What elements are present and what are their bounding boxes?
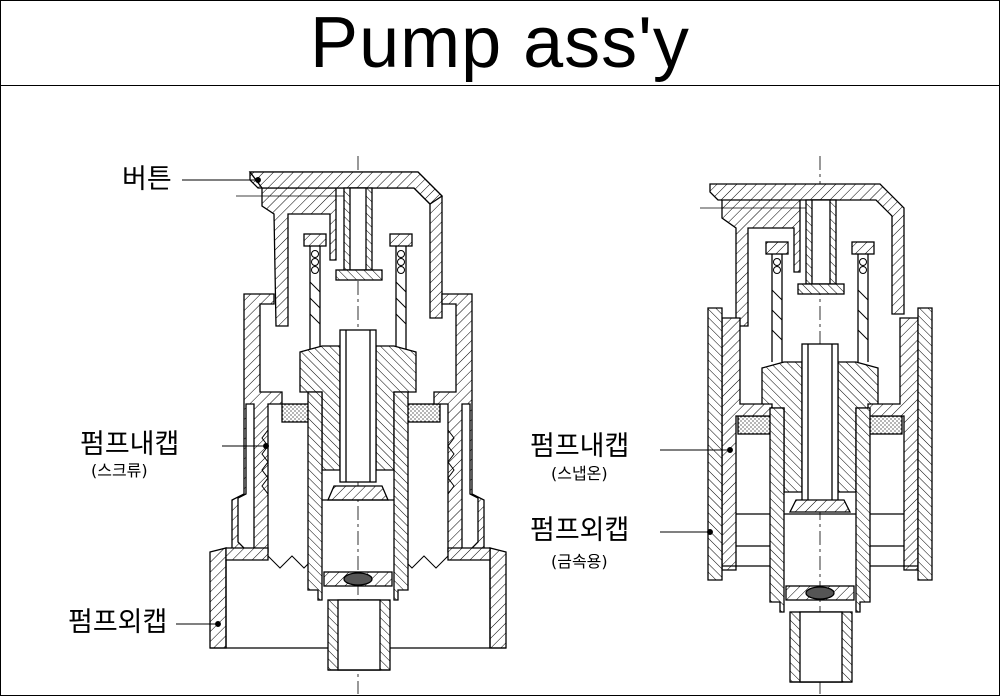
page-title: Pump ass'y	[310, 3, 690, 83]
right-outer-cap-note: (금속용)	[551, 552, 608, 571]
right-button	[709, 183, 905, 327]
right-spring	[771, 258, 869, 341]
left-pump-assembly	[176, 156, 507, 694]
left-button	[249, 171, 443, 327]
title-band	[0, 0, 1000, 86]
right-inner-cap-label: 펌프내캡	[530, 431, 630, 462]
left-check-valve	[343, 572, 373, 586]
left-leader-lines	[176, 177, 269, 627]
left-inner-cap-label: 펌프내캡	[80, 429, 180, 460]
left-inner-cap	[231, 293, 283, 553]
right-leader-lines	[660, 447, 733, 535]
right-outer-cap-label: 펌프외캡	[530, 515, 630, 546]
left-outer-cap	[209, 547, 227, 649]
right-pump-assembly	[660, 156, 933, 694]
right-outer-cap	[707, 307, 723, 581]
right-cylinder	[769, 407, 785, 613]
right-check-valve	[805, 586, 835, 600]
left-cylinder	[307, 391, 323, 601]
left-button-label: 버튼	[122, 164, 172, 195]
right-inner-cap	[721, 317, 773, 571]
left-piston	[299, 345, 341, 471]
right-gasket	[737, 415, 775, 435]
left-inner-cap-note: (스크류)	[91, 461, 148, 480]
right-inner-cap-note: (스냅온)	[551, 464, 608, 483]
left-outer-cap-label: 펌프외캡	[68, 607, 168, 638]
left-spring	[309, 250, 407, 325]
